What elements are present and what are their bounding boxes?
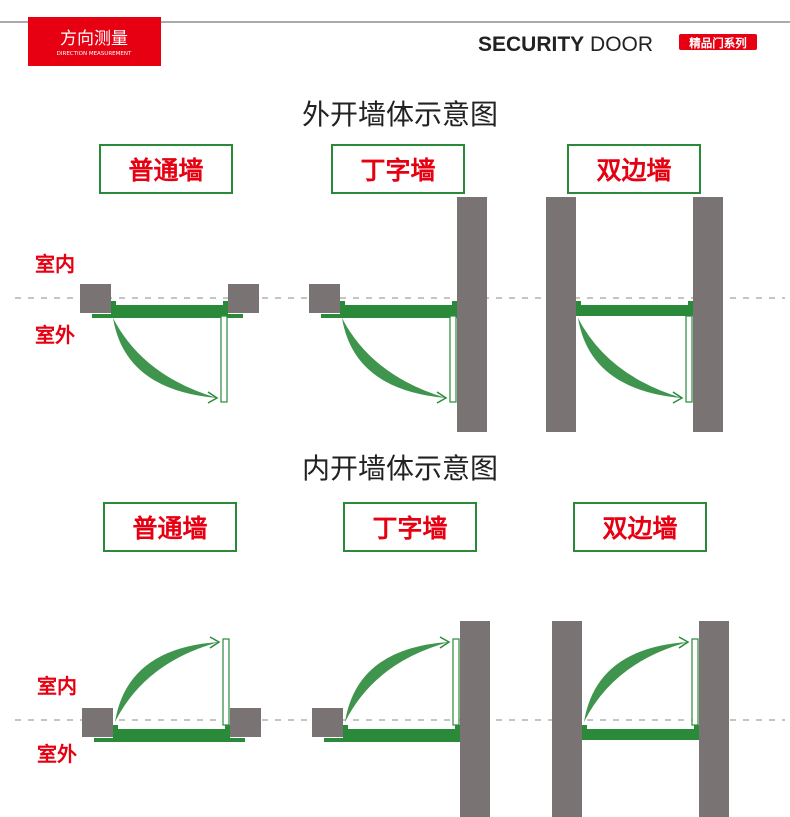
- frame-trim: [94, 738, 245, 742]
- wall-type-label: 丁字墙: [360, 156, 435, 185]
- swing-arc: [113, 318, 217, 398]
- wall-type-box-outward-0: 普通墙: [99, 144, 233, 194]
- brand-tag: 精品门系列: [679, 34, 757, 50]
- frame-post: [582, 725, 587, 740]
- tall-wall: [552, 621, 582, 817]
- frame-post: [340, 301, 345, 316]
- outward-indoor-label: 室内: [35, 252, 75, 276]
- frame-post: [576, 301, 581, 316]
- arrow-icon: [678, 636, 690, 649]
- swing-arc: [342, 318, 446, 398]
- wall-block: [309, 284, 340, 313]
- badge-title: 方向测量: [60, 29, 128, 49]
- wall-type-box-inward-1: 丁字墙: [343, 502, 477, 552]
- swing-arc: [584, 642, 688, 722]
- swing-arc: [578, 318, 682, 398]
- door-frame: [113, 729, 230, 740]
- wall-type-box-inward-0: 普通墙: [103, 502, 237, 552]
- frame-post: [225, 725, 230, 740]
- svg-text:精品门系列: 精品门系列: [689, 36, 747, 50]
- door-diagram-outward-normal: [80, 284, 259, 404]
- frame-post: [694, 725, 699, 740]
- frame-post: [688, 301, 693, 316]
- badge-subtitle: DIRECTION MEASUREMENT: [57, 51, 132, 57]
- inward-indoor-label: 室内: [37, 674, 77, 698]
- arrow-icon: [439, 636, 451, 649]
- frame-post: [113, 725, 118, 740]
- wall-type-box-outward-2: 双边墙: [567, 144, 701, 194]
- door-leaf: [222, 638, 230, 726]
- wall-block: [230, 708, 261, 737]
- frame-trim: [92, 314, 243, 318]
- door-frame: [582, 729, 699, 740]
- outward-outdoor-label: 室外: [35, 323, 75, 347]
- direction-badge: 方向测量 DIRECTION MEASUREMENT: [28, 17, 161, 66]
- frame-post: [452, 301, 457, 316]
- wall-block: [80, 284, 111, 313]
- tall-wall: [699, 621, 729, 817]
- door-frame: [111, 305, 228, 316]
- wall-type-label: 双边墙: [602, 514, 677, 543]
- arrow-icon: [436, 391, 448, 404]
- wall-block: [228, 284, 259, 313]
- door-diagram-inward-normal: [82, 636, 261, 742]
- door-leaf: [691, 638, 699, 726]
- door-diagram-outward-t: [309, 197, 487, 432]
- frame-trim: [321, 314, 457, 318]
- wall-type-label: 丁字墙: [372, 514, 447, 543]
- inward-outdoor-label: 室外: [37, 742, 77, 766]
- wall-block: [82, 708, 113, 737]
- swing-arc: [345, 642, 449, 722]
- door-diagram-inward-t: [312, 621, 490, 817]
- tall-wall: [546, 197, 576, 432]
- tall-wall: [693, 197, 723, 432]
- tall-wall: [460, 621, 490, 817]
- swing-arc: [115, 642, 219, 722]
- outward-title: 外开墙体示意图: [302, 98, 498, 131]
- arrow-icon: [209, 636, 221, 649]
- door-leaf: [449, 315, 457, 403]
- frame-post: [111, 301, 116, 316]
- door-diagram-inward-double: [552, 621, 729, 817]
- brand-name: SECURITY DOOR: [478, 33, 653, 56]
- arrow-icon: [672, 391, 684, 404]
- door-diagram-outward-double: [546, 197, 723, 432]
- wall-type-box-outward-1: 丁字墙: [331, 144, 465, 194]
- wall-type-box-inward-2: 双边墙: [573, 502, 707, 552]
- wall-type-label: 普通墙: [132, 514, 207, 543]
- frame-trim: [324, 738, 460, 742]
- frame-post: [455, 725, 460, 740]
- frame-post: [343, 725, 348, 740]
- door-leaf: [452, 638, 460, 726]
- frame-post: [223, 301, 228, 316]
- arrow-icon: [207, 391, 219, 404]
- wall-type-label: 双边墙: [596, 156, 671, 185]
- door-frame: [576, 305, 693, 316]
- tall-wall: [457, 197, 487, 432]
- door-frame: [343, 729, 460, 740]
- door-leaf: [220, 315, 228, 403]
- wall-type-label: 普通墙: [128, 156, 203, 185]
- door-leaf: [685, 315, 693, 403]
- inward-title: 内开墙体示意图: [302, 452, 498, 485]
- wall-block: [312, 708, 343, 737]
- door-frame: [340, 305, 457, 316]
